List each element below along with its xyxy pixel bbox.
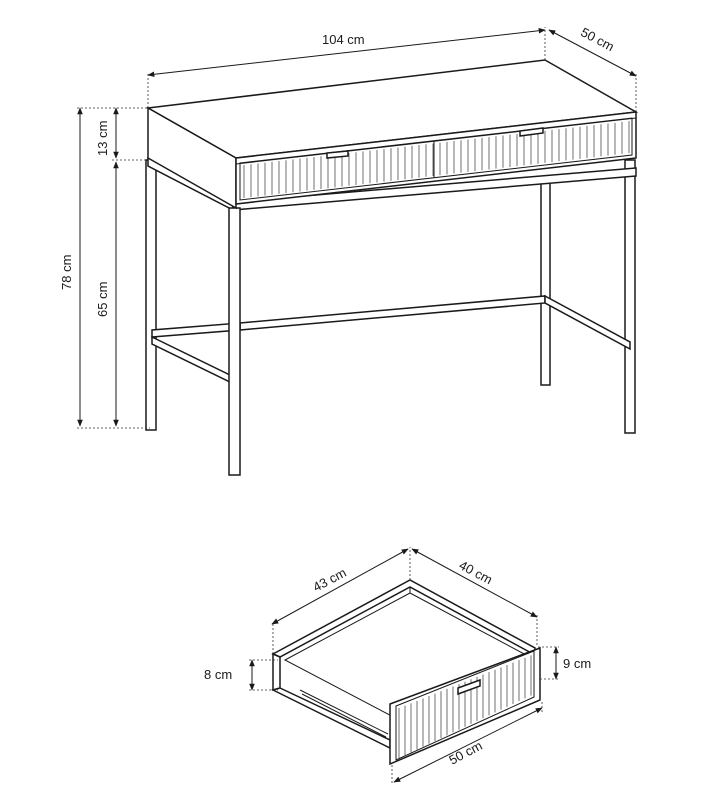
desk-dimensions: 104 cm 50 cm 78 cm 13 cm 65 cm: [59, 24, 637, 429]
desk-total-height-label: 78 cm: [59, 255, 74, 290]
drawer-left-wall: [272, 652, 281, 691]
drawer-front-height-label: 8 cm: [204, 667, 232, 682]
drawer-inner-width-label: 43 cm: [310, 565, 348, 595]
desk-width-label: 104 cm: [322, 32, 365, 47]
desk-leg-height-label: 65 cm: [95, 282, 110, 317]
drawer-inner-depth-label: 40 cm: [457, 557, 495, 587]
desk-drawing: [145, 59, 639, 476]
front-bottom-stretcher: [151, 322, 241, 338]
drawer-handle-left: [326, 150, 349, 159]
drawer-drawing: [270, 579, 541, 766]
desk-depth-label: 50 cm: [578, 24, 616, 54]
left-bottom-stretcher: [151, 335, 237, 387]
drawer-outer-width-label: 50 cm: [446, 738, 484, 768]
desk-leg-front-left: [228, 207, 241, 476]
desk-top-height-label: 13 cm: [95, 121, 110, 156]
drawer-slide-rail: [299, 689, 389, 738]
desk-drawer-grooves: [243, 121, 630, 198]
drawer-handle-right: [519, 127, 544, 137]
drawer-side-height-label: 9 cm: [563, 656, 591, 671]
drawer-handle: [457, 678, 481, 696]
desk-top: [145, 59, 639, 210]
